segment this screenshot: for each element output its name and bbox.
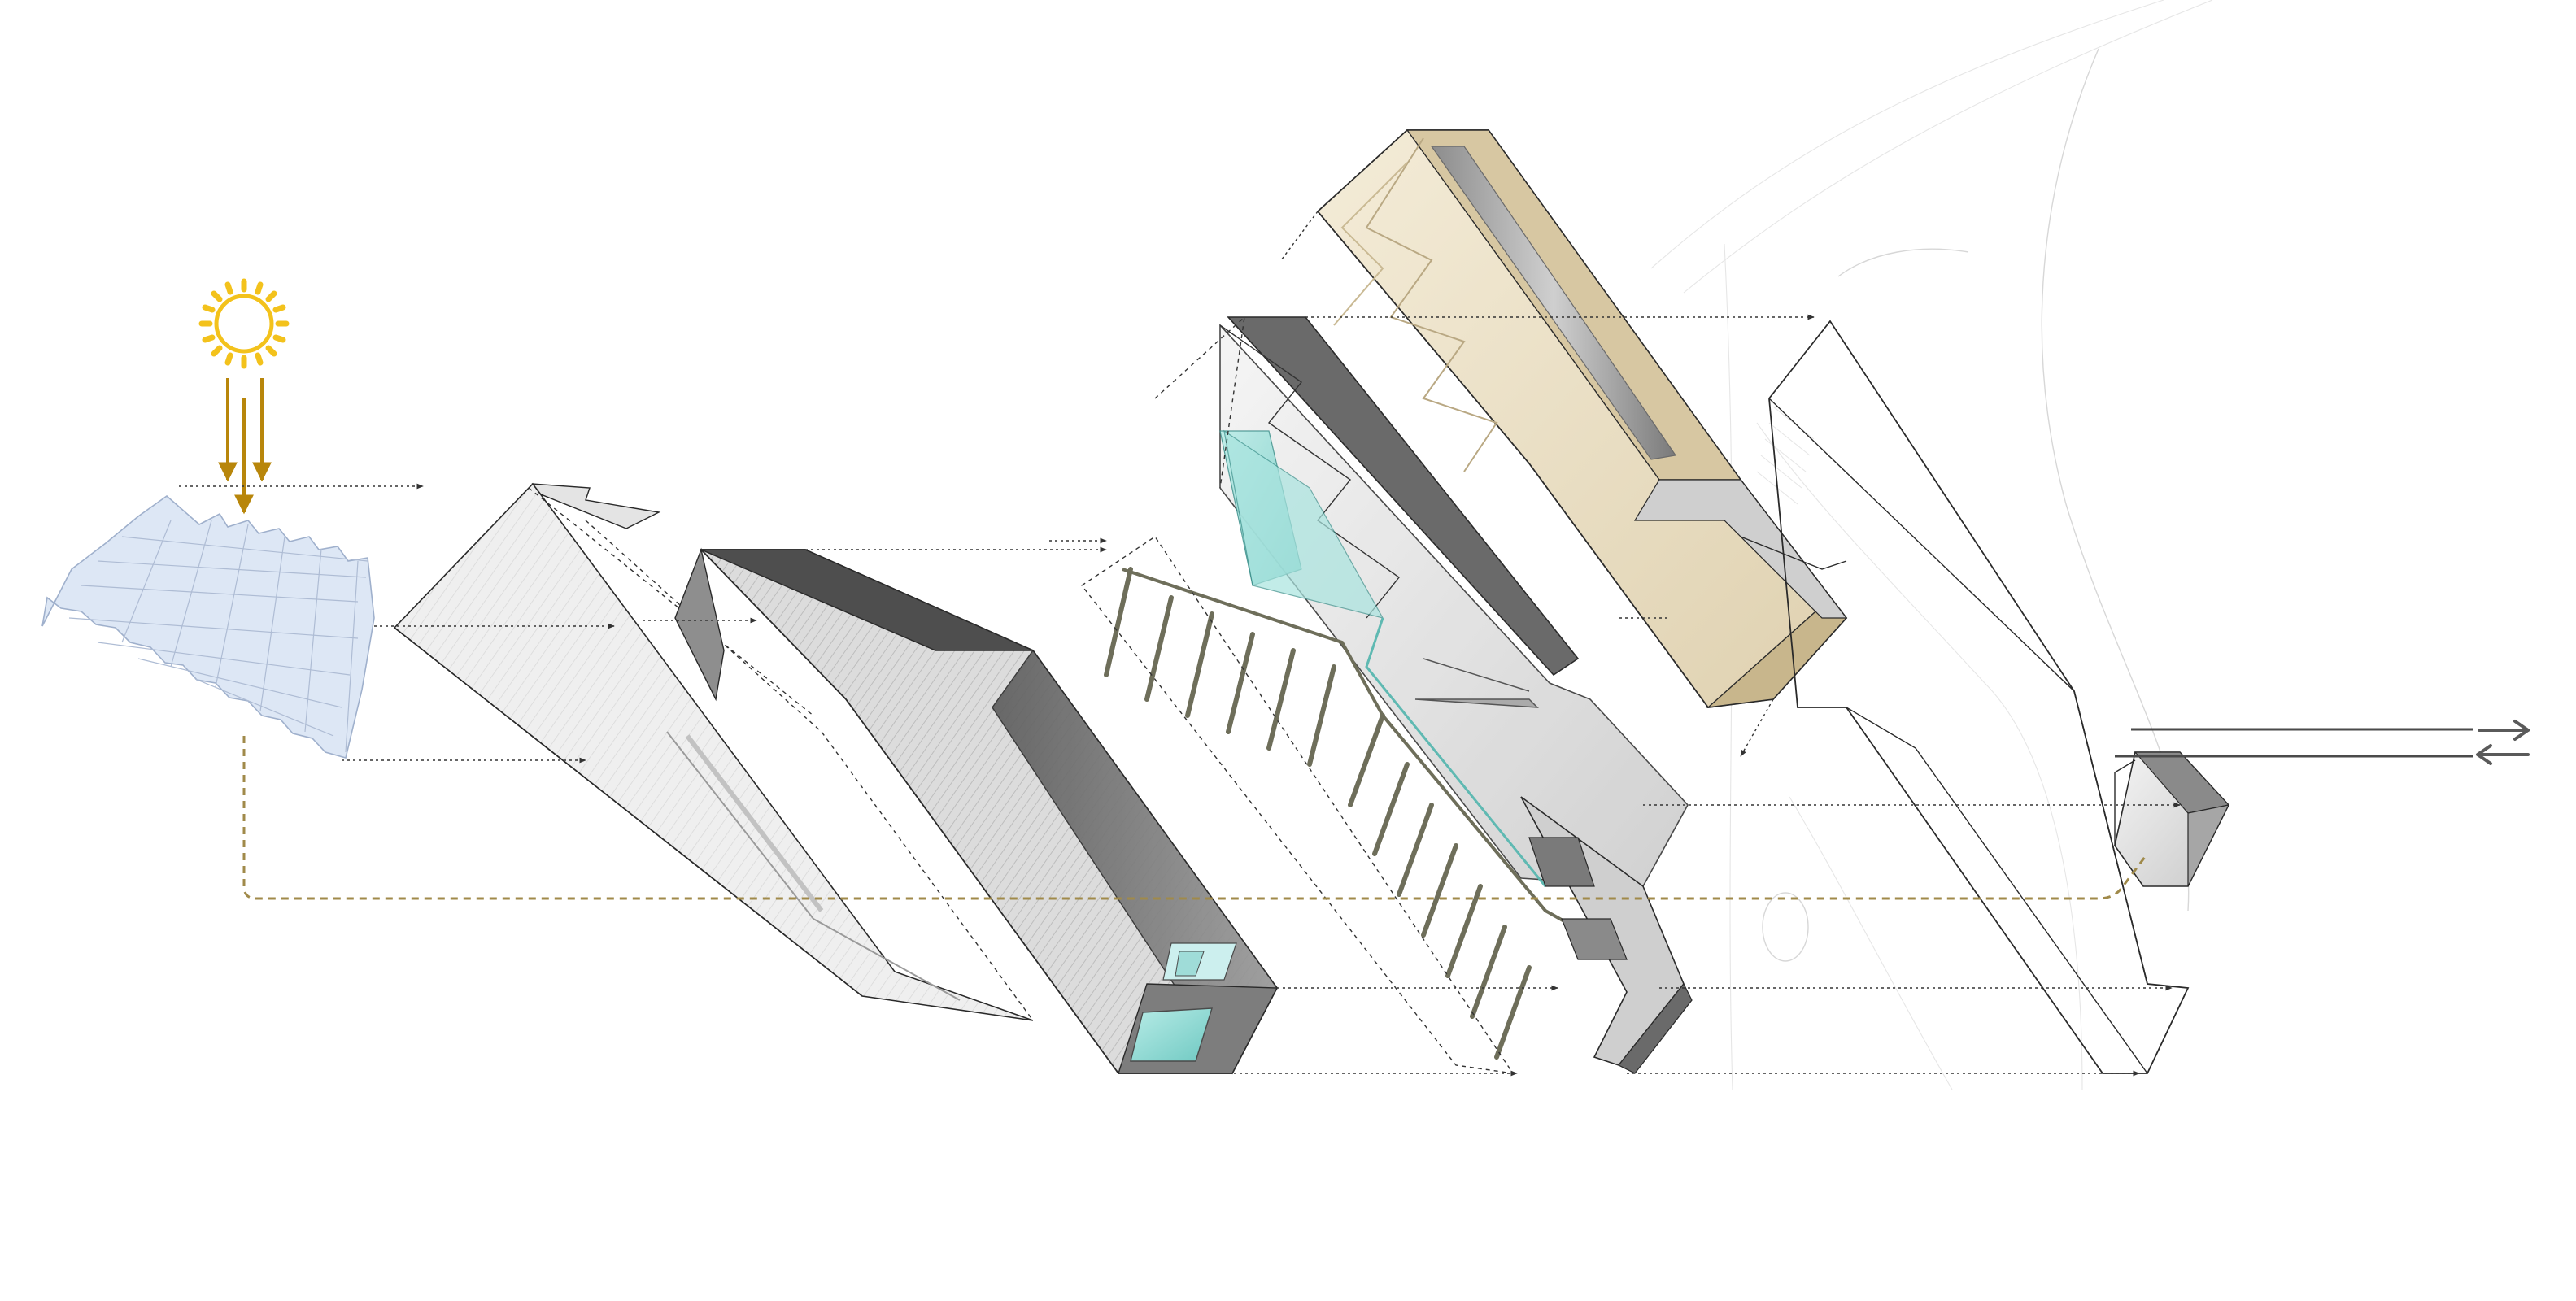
roof-layer (393, 482, 1034, 1021)
outer-shell-layer (674, 547, 1279, 1075)
solar-panel-array (41, 494, 375, 759)
assembly-alignment-arrows (179, 314, 2181, 1077)
sun-icon (198, 278, 290, 369)
structure-layer (1080, 315, 1693, 1074)
energy-distribution-line (242, 736, 2149, 900)
mechanical-unit (2114, 751, 2230, 887)
solar-gain-arrows (218, 378, 272, 515)
foundation-footprint (1768, 320, 2190, 1074)
utility-service-lines (2115, 728, 2473, 758)
bidirectional-arrows-icon (2476, 720, 2530, 765)
interior-lining-layer (1280, 129, 1848, 708)
